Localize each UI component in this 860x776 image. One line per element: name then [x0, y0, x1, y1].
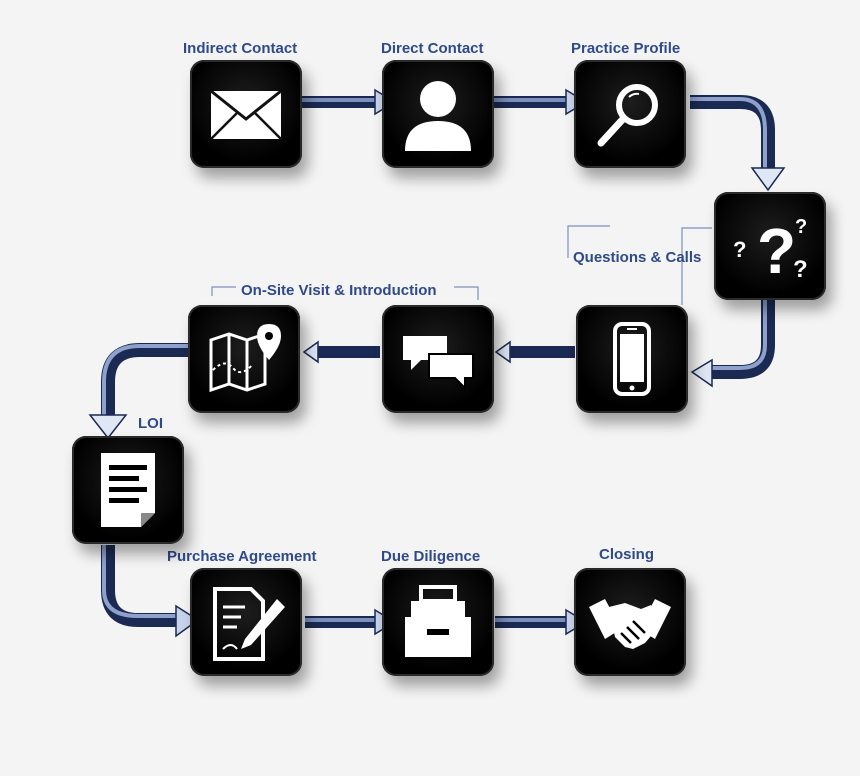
label-practice-profile: Practice Profile [571, 40, 681, 57]
magnifier-icon [597, 84, 658, 147]
file-cabinet-icon [405, 585, 471, 657]
label-direct-contact: Direct Contact [381, 40, 484, 57]
smartphone-icon [613, 322, 651, 396]
arrowhead-left [302, 340, 319, 364]
label-questions-calls: Questions & Calls [573, 249, 702, 266]
tile-indirect-contact [190, 60, 302, 168]
tile-phone [576, 305, 688, 413]
svg-text:?: ? [793, 256, 808, 283]
arrowhead-right [175, 604, 200, 638]
svg-text:?: ? [757, 215, 796, 287]
connector-8-9 [101, 545, 176, 627]
tile-practice-profile [574, 60, 686, 168]
svg-text:?: ? [795, 216, 807, 238]
map-pin-icon [209, 324, 281, 393]
label-on-site-visit: On-Site Visit & Introduction [241, 282, 437, 299]
chat-bubbles-icon [403, 336, 474, 391]
label-callouts [211, 225, 712, 305]
sign-document-icon [213, 587, 285, 661]
tile-on-site-visit [188, 305, 300, 413]
tile-closing [574, 568, 686, 676]
document-icon [101, 453, 155, 527]
person-icon [405, 81, 471, 151]
envelope-icon [210, 89, 282, 140]
tile-questions-calls: ? ? ? ? [714, 192, 826, 300]
tile-chat [382, 305, 494, 413]
connector-4-5 [712, 300, 775, 379]
label-indirect-contact: Indirect Contact [183, 40, 298, 57]
tile-loi [72, 436, 184, 544]
label-loi: LOI [138, 415, 163, 432]
connector-3-4 [690, 95, 775, 170]
arrowhead-down [750, 167, 786, 192]
question-marks-icon: ? ? ? ? [733, 215, 808, 287]
label-closing: Closing [599, 546, 654, 563]
connector-7-8 [101, 343, 188, 415]
tile-purchase-agreement [190, 568, 302, 676]
handshake-icon [589, 599, 671, 649]
tile-due-diligence [382, 568, 494, 676]
arrowhead-left [690, 358, 713, 388]
connectors [101, 95, 775, 628]
arrowhead-down [88, 414, 128, 440]
svg-text:?: ? [733, 237, 746, 262]
arrowhead-left [494, 340, 511, 364]
tile-direct-contact [382, 60, 494, 168]
label-due-diligence: Due Diligence [381, 548, 481, 565]
label-purchase-agreement: Purchase Agreement [167, 548, 317, 565]
